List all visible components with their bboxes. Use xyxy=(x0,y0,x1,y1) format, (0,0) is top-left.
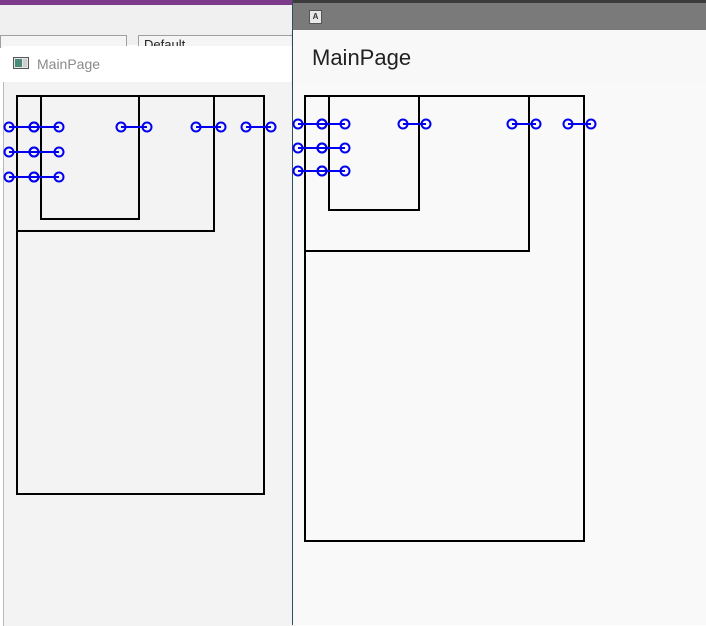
resize-handle[interactable] xyxy=(316,142,351,154)
resize-handle[interactable] xyxy=(292,165,328,177)
window-titlebar[interactable] xyxy=(3,46,292,82)
resize-handle[interactable] xyxy=(240,121,277,133)
inner-frame[interactable] xyxy=(328,95,420,211)
resize-handle[interactable] xyxy=(316,165,351,177)
status-bar-top-edge xyxy=(293,0,706,3)
window-accent-bar xyxy=(0,0,292,5)
app-bar xyxy=(293,30,706,84)
toolbar-dropdown-value: Default xyxy=(144,37,186,49)
window-title: MainPage xyxy=(37,56,101,72)
resize-handle[interactable] xyxy=(562,118,597,130)
resize-handle[interactable] xyxy=(3,171,40,183)
resize-handle[interactable] xyxy=(3,146,40,158)
resize-handle[interactable] xyxy=(292,142,328,154)
resize-handle[interactable] xyxy=(292,118,328,130)
resize-handle[interactable] xyxy=(28,146,65,158)
app-icon xyxy=(13,57,29,69)
status-bar xyxy=(293,0,706,30)
resize-handle[interactable] xyxy=(190,121,227,133)
resize-handle[interactable] xyxy=(506,118,542,130)
resize-handle[interactable] xyxy=(316,118,351,130)
app-notification-icon: A xyxy=(309,10,322,24)
page-content xyxy=(293,84,706,625)
toolbar-control-left[interactable] xyxy=(0,35,127,48)
panel-divider xyxy=(292,0,293,625)
resize-handle[interactable] xyxy=(3,121,40,133)
inner-frame[interactable] xyxy=(40,95,140,220)
resize-handle[interactable] xyxy=(28,121,65,133)
resize-handle[interactable] xyxy=(28,171,65,183)
resize-handle[interactable] xyxy=(115,121,153,133)
main-window xyxy=(3,46,296,626)
resize-handle[interactable] xyxy=(397,118,432,130)
page-title: MainPage xyxy=(312,45,412,70)
